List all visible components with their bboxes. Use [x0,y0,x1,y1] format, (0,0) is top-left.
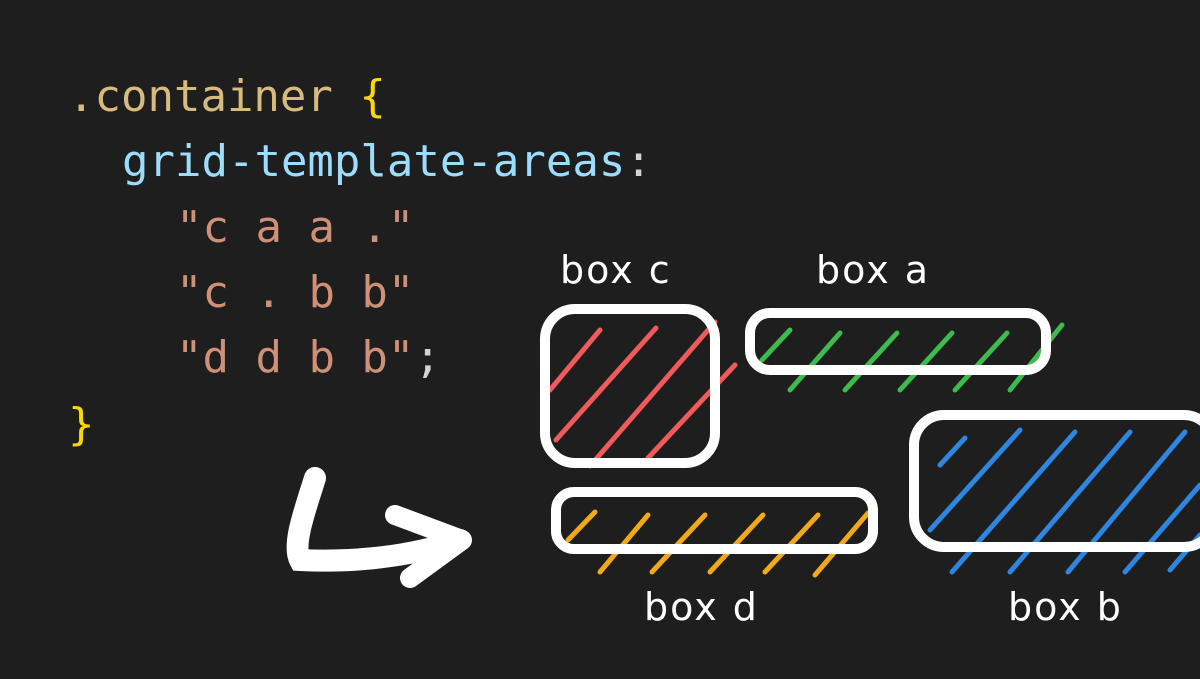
colon: : [625,136,652,187]
property-name: grid-template-areas [122,136,626,187]
label-box-b: box b [1008,585,1123,629]
close-brace: } [68,399,95,450]
arrow-head-icon [385,505,472,588]
label-box-c: box c [560,248,672,292]
box-b [909,410,1200,552]
label-box-d: box d [644,585,759,629]
code-line-selector: .container { [68,65,386,129]
code-line-property: grid-template-areas: [122,130,652,194]
code-row-3: "d d b b" [176,332,415,383]
semicolon: ; [414,332,441,383]
code-row-1: "c a a ." [176,202,415,253]
box-d [551,487,878,554]
label-box-a: box a [816,248,930,292]
hatch-box-d [565,509,871,578]
box-c [540,304,720,468]
hatch-box-c [547,319,738,469]
code-row-3-line: "d d b b"; [176,326,441,390]
arrow-icon [286,467,471,572]
open-brace: { [359,71,386,122]
hatch-box-a [759,322,1065,393]
selector: .container [68,71,333,122]
code-row-2: "c . b b" [176,267,415,318]
box-a [745,308,1051,375]
